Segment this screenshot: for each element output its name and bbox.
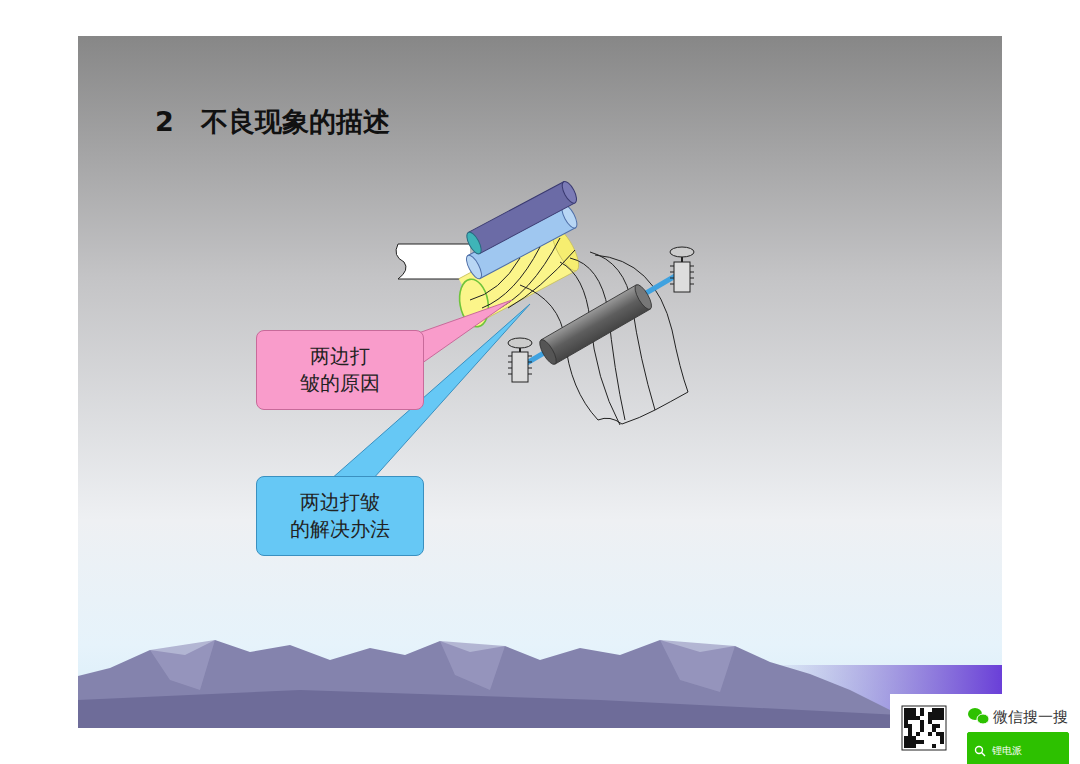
qr-code xyxy=(902,706,946,750)
callout-box: 两边打 皱的原因 xyxy=(256,330,424,410)
slide-title: 2 不良现象的描述 xyxy=(155,104,390,140)
node-text: 两边打皱 的解决办法 xyxy=(288,489,392,543)
node-text: 微信搜一搜 xyxy=(993,707,1068,727)
adjust-knob xyxy=(670,247,694,292)
watermark-label: 微信搜一搜锂电派 xyxy=(956,702,1074,758)
search-bar: 锂电派 xyxy=(967,732,1069,764)
dark-roller xyxy=(464,179,579,256)
incoming-sheet xyxy=(396,244,470,279)
gray-roller xyxy=(537,282,655,366)
adjust-knob xyxy=(508,338,532,382)
roller-shaft xyxy=(520,272,682,367)
mountain-foot xyxy=(78,690,930,728)
callout-box: 两边打皱 的解决办法 xyxy=(256,476,424,556)
node-text: 锂电派 xyxy=(992,744,1022,758)
slide-ground xyxy=(78,36,1002,728)
node-text: 两边打 皱的原因 xyxy=(298,343,382,397)
search-icon xyxy=(974,745,986,757)
wechat-icon xyxy=(968,708,989,724)
mountain-range xyxy=(78,640,930,728)
mountain-shading xyxy=(150,640,735,692)
